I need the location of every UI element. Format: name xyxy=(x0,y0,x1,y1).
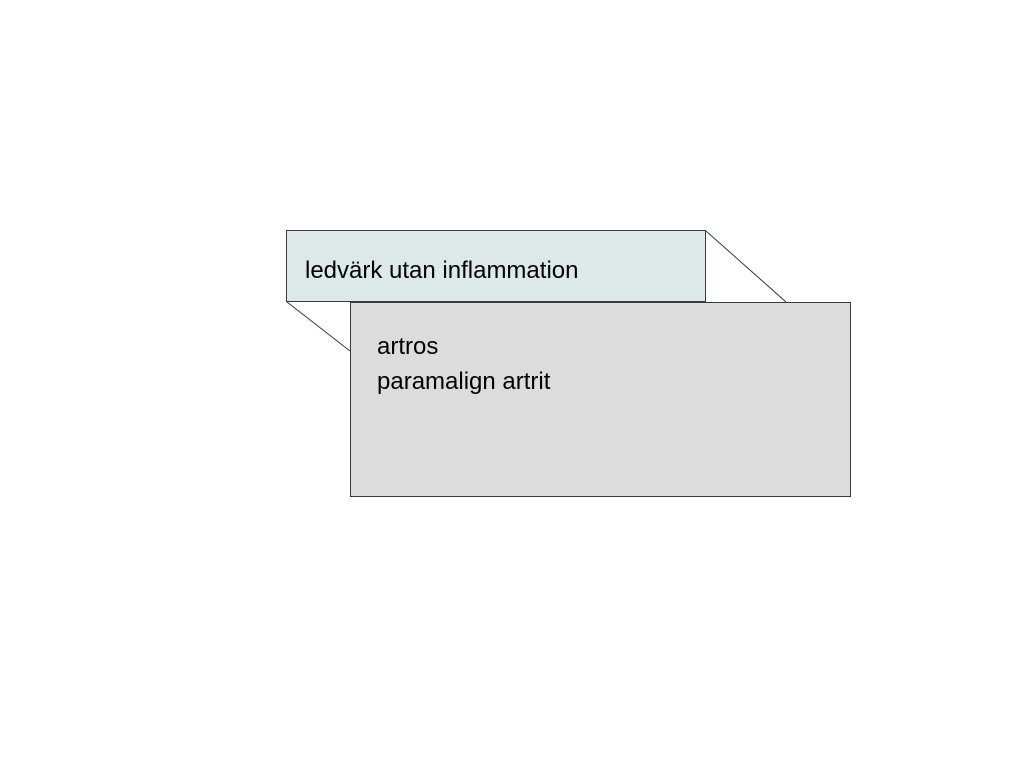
details-box: artros paramalign artrit xyxy=(350,302,851,497)
connector-line-right xyxy=(705,230,787,303)
connector-line-left xyxy=(286,301,351,352)
category-box: ledvärk utan inflammation xyxy=(286,230,706,302)
category-label: ledvärk utan inflammation xyxy=(305,257,579,284)
details-list: artros paramalign artrit xyxy=(377,329,550,399)
details-item: paramalign artrit xyxy=(377,368,551,395)
details-item: artros xyxy=(377,333,439,360)
